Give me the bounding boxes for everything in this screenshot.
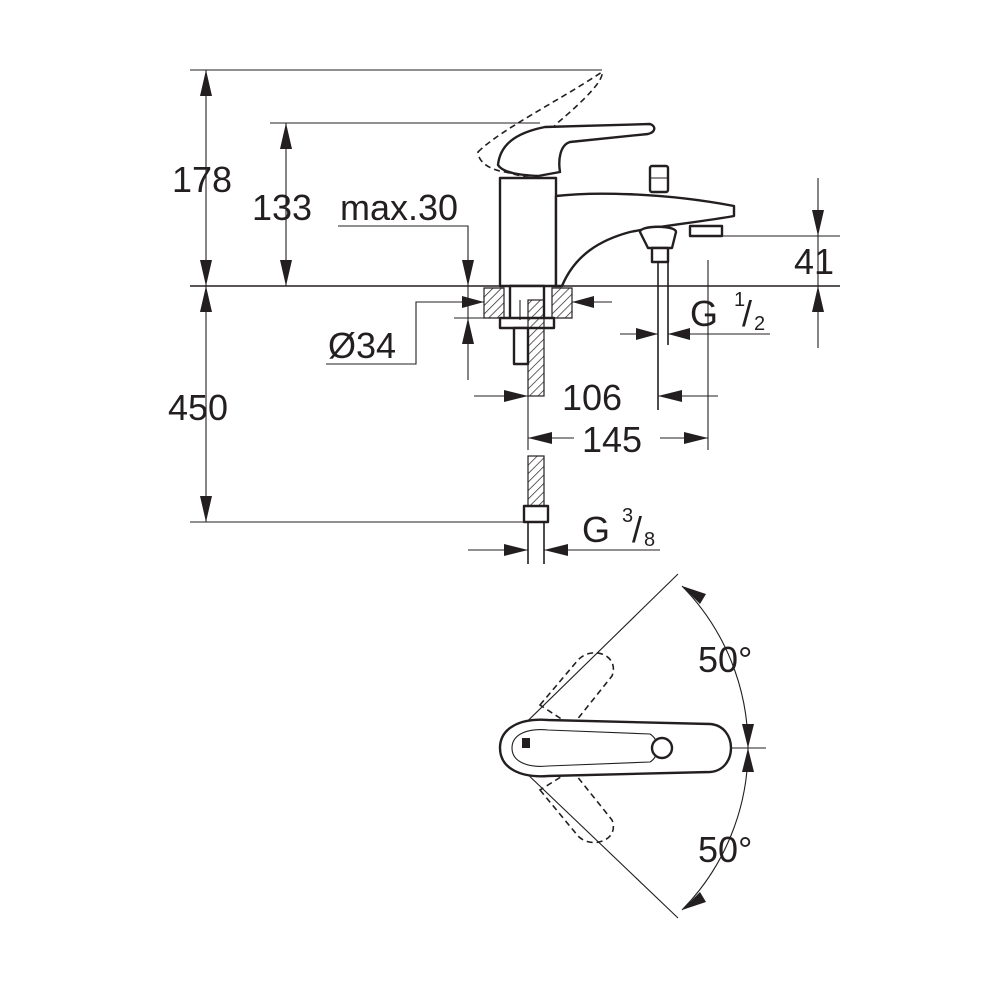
rotation-line-upper <box>499 573 679 749</box>
diverter-knob-top <box>650 736 674 760</box>
mixer-body <box>498 176 558 288</box>
aerator-mark <box>522 738 530 748</box>
label-g-half-num: 1 <box>734 289 745 311</box>
label-angle-lower: 50° <box>698 829 752 870</box>
dim-133: 133 <box>252 123 312 286</box>
mounting-nut <box>498 316 556 330</box>
stud <box>512 326 530 366</box>
label-angle-upper: 50° <box>698 639 752 680</box>
label-145: 145 <box>582 419 642 460</box>
dim-41: 41 <box>722 178 840 348</box>
label-41: 41 <box>794 241 834 282</box>
label-g-half-den: 2 <box>754 313 765 335</box>
label-106: 106 <box>562 377 622 418</box>
dim-diameter-34: Ø34 <box>326 296 612 366</box>
label-133: 133 <box>252 187 312 228</box>
label-g-half-base: G <box>690 293 718 334</box>
spout-outlet <box>688 224 724 238</box>
dim-178: 178 <box>172 70 232 522</box>
lever-rotated-lower <box>538 768 615 844</box>
label-g-38-num: 3 <box>622 505 633 527</box>
angle-lower: 50° <box>681 747 754 911</box>
deck-section-right <box>551 287 573 319</box>
angle-upper: 50° <box>681 585 754 749</box>
lever-top-view <box>498 718 733 778</box>
hose-fitting <box>527 299 545 397</box>
top-view: 50° 50° <box>498 573 766 919</box>
diverter-knob <box>648 164 670 194</box>
label-178: 178 <box>172 159 232 200</box>
label-450: 450 <box>168 387 228 428</box>
dim-106: 106 <box>474 260 718 450</box>
lever-handle <box>496 122 656 178</box>
lever-raised-outline <box>477 70 603 179</box>
dim-g-half: G 1 / 2 <box>620 289 770 340</box>
dim-145: 145 <box>528 419 708 460</box>
spout <box>554 192 736 288</box>
inlet-hose-nut <box>522 504 550 524</box>
dim-max30: max.30 <box>338 187 500 380</box>
dim-g-three-eighths: G 3 / 8 <box>468 505 660 556</box>
label-g-38-slash: / <box>632 509 642 550</box>
shower-connector <box>638 225 678 250</box>
label-g-38-den: 8 <box>644 529 655 551</box>
label-diameter-34: Ø34 <box>328 325 396 366</box>
shower-pipe <box>650 246 670 264</box>
label-g-38-base: G <box>582 509 610 550</box>
lever-rotated-upper <box>538 652 615 728</box>
inlet-hose-end <box>527 455 545 507</box>
side-view: 178 133 max.30 Ø34 450 <box>168 69 840 564</box>
deck-section-left <box>483 287 505 319</box>
label-g-half-slash: / <box>742 293 752 334</box>
label-max30: max.30 <box>340 187 458 228</box>
